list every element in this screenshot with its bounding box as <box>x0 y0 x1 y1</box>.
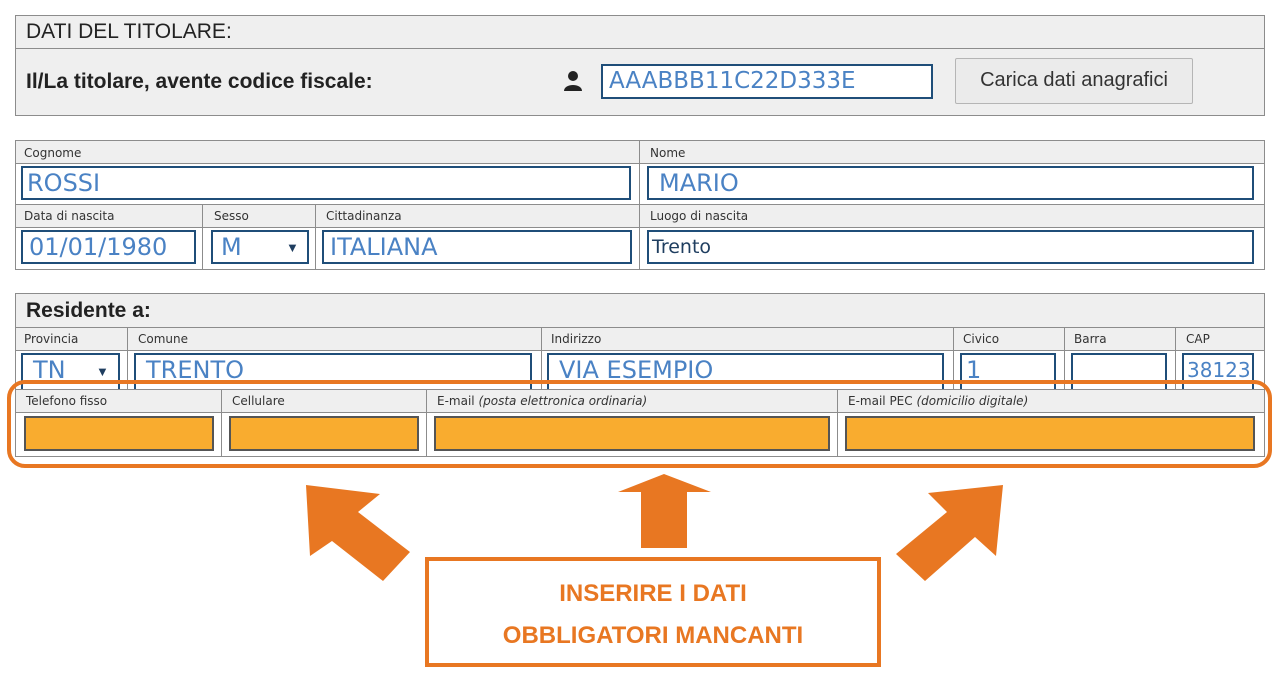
birthdate-input[interactable]: 01/01/1980 <box>21 230 196 264</box>
cap-label: CAP <box>1186 332 1210 346</box>
callout-line-1: INSERIRE I DATI <box>559 580 747 607</box>
email-label-text: E-mail <box>437 394 475 408</box>
person-vline-3 <box>315 204 316 270</box>
residence-hline-2 <box>15 350 1265 351</box>
person-hline-2 <box>15 204 1265 205</box>
residence-label-band <box>16 328 1264 350</box>
res-vline-4 <box>1064 327 1065 393</box>
email-label-note: (posta elettronica ordinaria) <box>478 394 648 408</box>
person-vline-1 <box>639 140 640 270</box>
surname-input[interactable]: ROSSI <box>21 166 631 200</box>
civic-label: Civico <box>963 332 1000 346</box>
sex-select[interactable]: M <box>211 230 309 264</box>
pec-label-note: (domicilio digitale) <box>916 394 1029 408</box>
municipality-input[interactable]: TRENTO <box>134 353 532 391</box>
birthdate-label: Data di nascita <box>24 209 115 223</box>
residence-hline-1 <box>15 327 1265 328</box>
res-vline-1 <box>127 327 128 393</box>
municipality-label: Comune <box>138 332 189 346</box>
res-vline-5 <box>1175 327 1176 393</box>
email-label: E-mail (posta elettronica ordinaria) <box>437 394 647 408</box>
person-vline-2 <box>202 204 203 270</box>
birthplace-label: Luogo di nascita <box>650 209 749 223</box>
contacts-vline-1 <box>221 389 222 457</box>
person-hline-3 <box>15 227 1265 228</box>
phone-input[interactable] <box>24 416 214 451</box>
address-label: Indirizzo <box>551 332 602 346</box>
contacts-vline-3 <box>837 389 838 457</box>
pec-label: E-mail PEC (domicilio digitale) <box>848 394 1028 408</box>
cap-input[interactable]: 38123 <box>1182 353 1254 391</box>
arrow-center <box>618 474 711 548</box>
contacts-vline-2 <box>426 389 427 457</box>
phone-label: Telefono fisso <box>26 394 108 408</box>
person-hline-1 <box>15 163 1265 164</box>
surname-label: Cognome <box>24 146 82 160</box>
pec-input[interactable] <box>845 416 1255 451</box>
required-data-callout: INSERIRE I DATI OBBLIGATORI MANCANTI <box>425 557 881 667</box>
user-icon <box>564 71 582 91</box>
person-row1-label-band <box>16 141 1264 163</box>
arrow-right <box>896 485 1003 581</box>
caret-down-icon: ▼ <box>286 240 299 255</box>
caret-down-icon: ▼ <box>96 364 109 379</box>
contacts-label-band <box>16 390 1264 412</box>
arrow-left <box>306 485 410 581</box>
address-input[interactable]: VIA ESEMPIO <box>547 353 944 391</box>
callout-line-2: OBBLIGATORI MANCANTI <box>502 622 804 649</box>
person-row2-label-band <box>16 205 1264 227</box>
contacts-hline <box>15 412 1265 413</box>
fiscal-code-label: Il/La titolare, avente codice fiscale: <box>26 70 373 93</box>
name-input[interactable]: MARIO <box>647 166 1254 200</box>
birthplace-input[interactable]: Trento <box>647 230 1254 264</box>
province-label: Provincia <box>24 332 79 346</box>
residence-title: Residente a: <box>26 299 151 322</box>
citizenship-input[interactable]: ITALIANA <box>322 230 632 264</box>
sex-label: Sesso <box>214 209 249 223</box>
holder-title: DATI DEL TITOLARE: <box>26 20 232 43</box>
bar-label: Barra <box>1074 332 1107 346</box>
fiscal-code-input[interactable]: AAABBB11C22D333E <box>601 64 933 99</box>
email-input[interactable] <box>434 416 830 451</box>
load-data-button[interactable]: Carica dati anagrafici <box>955 58 1193 104</box>
highlight-ring <box>7 380 1272 468</box>
mobile-label: Cellulare <box>232 394 285 408</box>
citizenship-label: Cittadinanza <box>326 209 402 223</box>
res-vline-3 <box>953 327 954 393</box>
pec-label-text: E-mail PEC <box>848 394 913 408</box>
province-select[interactable]: TN <box>21 353 120 391</box>
mobile-input[interactable] <box>229 416 419 451</box>
holder-divider <box>15 48 1265 49</box>
res-vline-2 <box>541 327 542 393</box>
name-label: Nome <box>650 146 686 160</box>
